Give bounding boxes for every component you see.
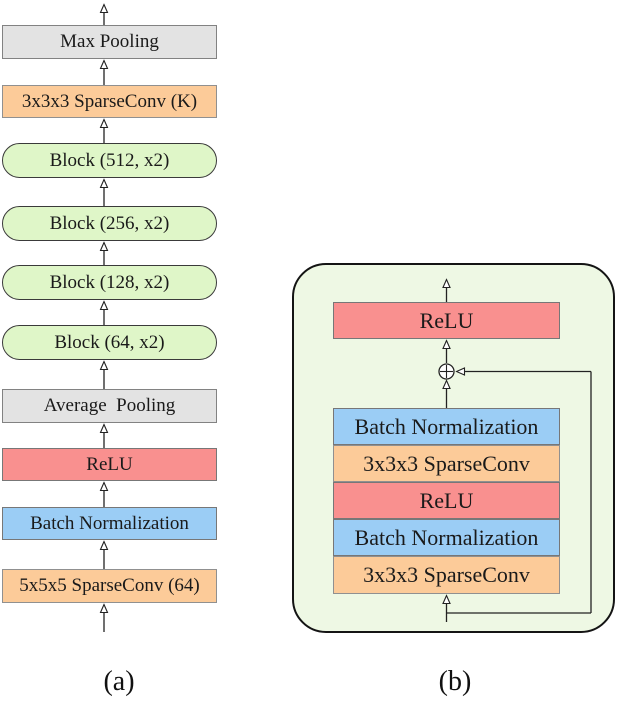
layer-block-512: Block (512, x2) — [2, 143, 217, 178]
residual-output-relu: ReLU — [333, 302, 560, 339]
residual-bn-top: Batch Normalization — [333, 408, 560, 445]
layer-average-pooling: Average Pooling — [2, 389, 217, 423]
residual-conv-bottom: 3x3x3 SparseConv — [333, 556, 560, 594]
caption-b: (b) — [438, 666, 472, 697]
residual-bn-bottom: Batch Normalization — [333, 519, 560, 556]
caption-a: (a) — [103, 666, 135, 697]
layer-block-128: Block (128, x2) — [2, 265, 217, 300]
residual-relu-mid: ReLU — [333, 482, 560, 519]
layer-sparseconv-3x3x3-k: 3x3x3 SparseConv (K) — [2, 85, 217, 118]
residual-conv-top: 3x3x3 SparseConv — [333, 445, 560, 482]
layer-sparseconv-5x5x5: 5x5x5 SparseConv (64) — [2, 569, 217, 603]
layer-block-256: Block (256, x2) — [2, 206, 217, 241]
layer-block-64: Block (64, x2) — [2, 325, 217, 360]
layer-batch-normalization: Batch Normalization — [2, 507, 217, 540]
layer-relu: ReLU — [2, 448, 217, 481]
layer-max-pooling: Max Pooling — [2, 25, 217, 59]
